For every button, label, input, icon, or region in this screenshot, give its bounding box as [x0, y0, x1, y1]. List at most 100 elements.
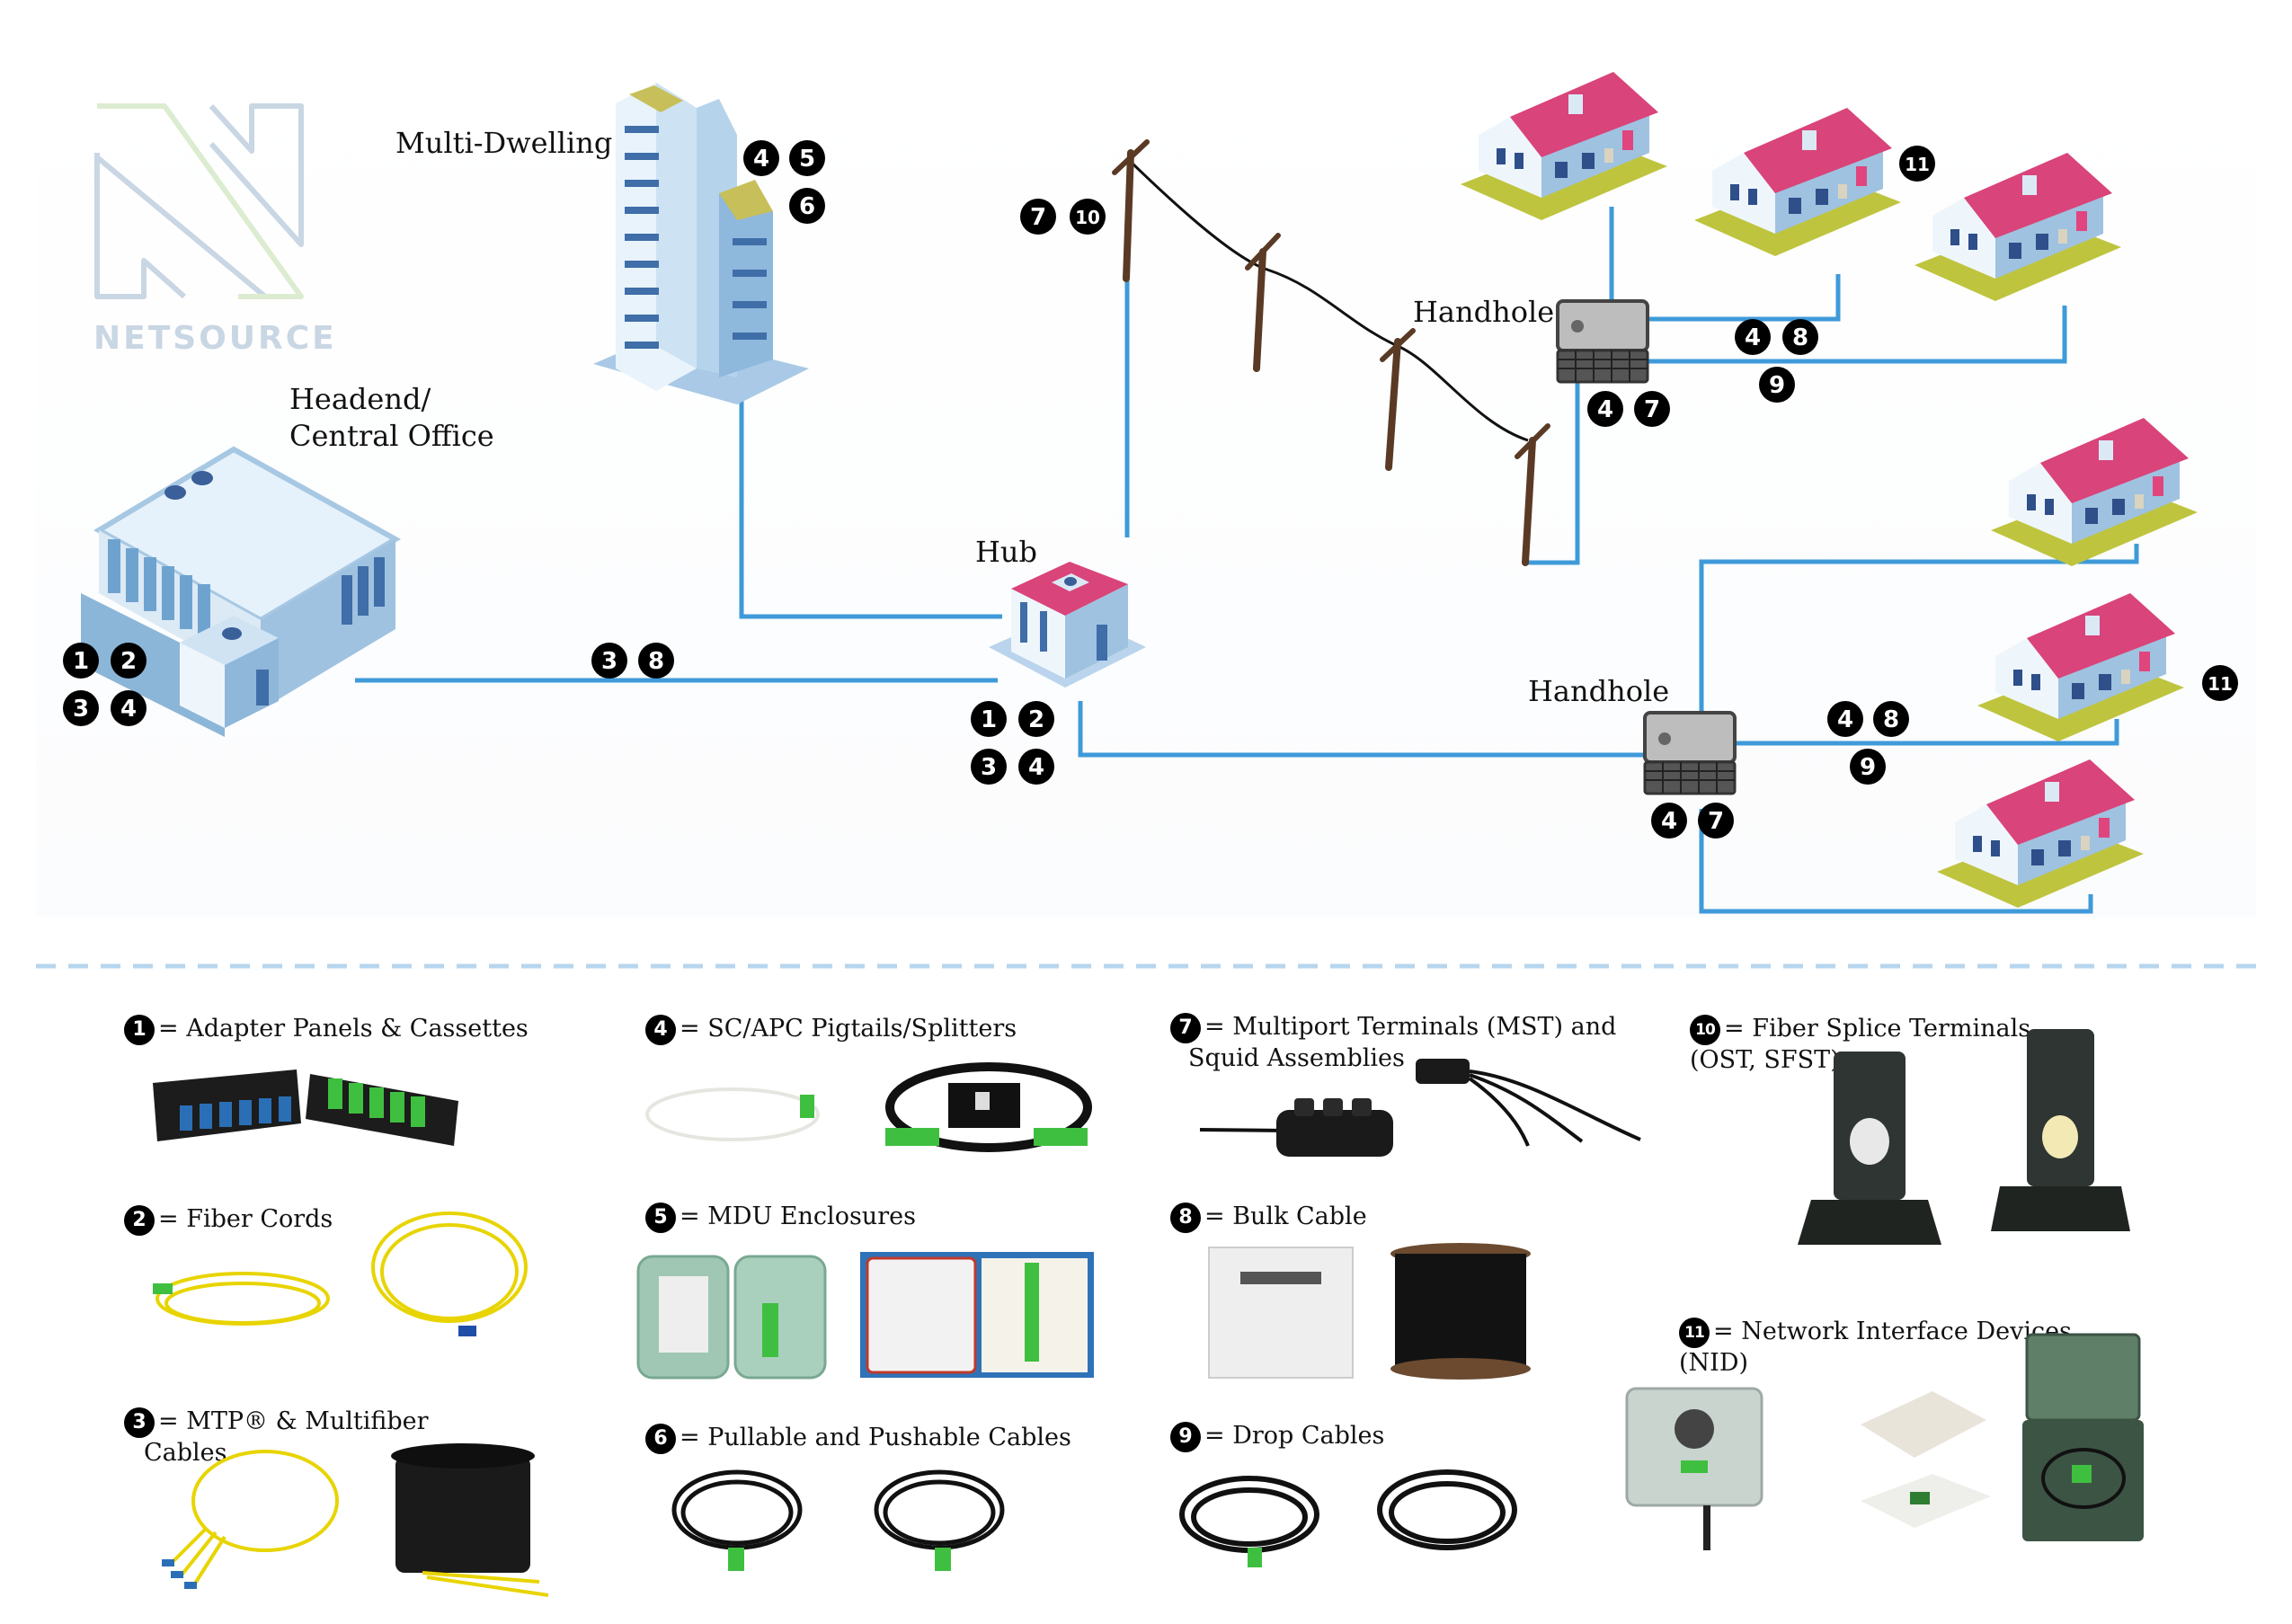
badge-circle: [1018, 701, 1054, 737]
legend-text-line2: Cables: [144, 1438, 227, 1467]
utility-pole-icon: [1515, 423, 1550, 566]
lc-connector-image: [458, 1326, 476, 1336]
house-icon: [1461, 72, 1667, 220]
badge-circle: [1827, 701, 1863, 737]
nid-grey-image: [1625, 1387, 1763, 1550]
house-icon: [1914, 153, 2121, 301]
bulk-cable-reel-image: [1390, 1243, 1531, 1380]
drop-cable-image: [1179, 1469, 1517, 1553]
link-mdu-hub: [739, 400, 1002, 619]
badge-circle: [1070, 199, 1106, 235]
component-badge-7: 7: [1030, 204, 1046, 231]
handhole-icon: [1556, 299, 1649, 384]
handhole-1-label: Handhole: [1413, 295, 1554, 329]
fiber-cord-image: [155, 1211, 528, 1326]
house-icon: [1694, 108, 1901, 256]
sfst-splice-terminal-image: [1991, 1029, 2130, 1231]
pullable-cable-image: [671, 1469, 803, 1550]
component-badge-8: 8: [1792, 324, 1808, 351]
badge-circle: [1735, 319, 1771, 355]
house-icon: [1937, 759, 2144, 908]
legend-item-9: 9= Drop Cables: [1170, 1421, 1384, 1452]
logo-text: NETSOURCE: [93, 320, 337, 357]
hub-label: Hub: [975, 535, 1037, 569]
badge-circle: [591, 643, 627, 679]
component-badge-6: 6: [799, 193, 815, 220]
utility-pole-icon: [1380, 328, 1416, 471]
legend-item-7: 7= Multiport Terminals (MST) and Squid A…: [1170, 1012, 1616, 1074]
link-handhole2-house6: [1699, 809, 2093, 914]
legend-text: = Fiber Cords: [158, 1205, 333, 1233]
legend-text: = Adapter Panels & Cassettes: [158, 1015, 529, 1043]
legend-text-line2: Squid Assemblies: [1188, 1043, 1405, 1072]
badge-circle: [1759, 367, 1795, 403]
component-badge-4: 4: [1597, 396, 1613, 423]
multi-dwelling-building-icon: [593, 83, 809, 404]
legend-item-6: 6= Pullable and Pushable Cables: [645, 1423, 1071, 1454]
house-icon: [1977, 593, 2184, 741]
badge-3: 3: [124, 1407, 155, 1438]
badge-circle: [1634, 391, 1670, 427]
badge-2: 2: [124, 1204, 155, 1236]
badge-circle: [111, 690, 147, 726]
badge-circle: [1899, 146, 1935, 182]
component-badge-4: 4: [1837, 706, 1853, 733]
n-monogram-logo: [94, 103, 304, 299]
link-handhole2-house5: [1735, 719, 2119, 746]
mdu-enclosure-green-image: [636, 1255, 827, 1380]
legend-item-4: 4= SC/APC Pigtails/Splitters: [645, 1014, 1017, 1045]
badge-circle: [111, 643, 147, 679]
utility-pole-icon: [1245, 233, 1281, 372]
legend-text-line2: (NID): [1679, 1348, 1749, 1377]
bulk-cable-box-image: [1208, 1247, 1354, 1379]
badge-circle: [789, 140, 825, 176]
badge-circle: [971, 701, 1007, 737]
mdu-enclosure-white-image: [860, 1252, 1094, 1378]
component-badge-4: 4: [1745, 324, 1761, 351]
adapter-cassette-image: [153, 1069, 301, 1141]
component-badge-11: 11: [2208, 673, 2233, 695]
legend-item-8: 8= Bulk Cable: [1170, 1202, 1367, 1233]
badge-circle: [1018, 749, 1054, 785]
component-badge-7: 7: [1708, 808, 1724, 835]
component-badge-10: 10: [1075, 207, 1100, 228]
sc-connector-image: [935, 1548, 951, 1571]
nid-white-image: [1861, 1391, 1991, 1528]
badge-10: 10: [1690, 1014, 1720, 1045]
mtp-fanout-image: [169, 1450, 339, 1588]
squid-assembly-image: [1416, 1059, 1641, 1147]
central-office-building-icon: [81, 446, 401, 737]
badge-9: 9: [1170, 1421, 1201, 1452]
component-badge-8: 8: [648, 648, 664, 675]
multiport-terminal-image: [1199, 1098, 1393, 1157]
badge-6: 6: [645, 1423, 676, 1454]
splitter-image: [885, 1062, 1092, 1152]
component-badge-2: 2: [120, 648, 137, 675]
legend-item-11: 11= Network Interface Devices (NID): [1679, 1317, 2072, 1379]
utility-poles: [1112, 139, 1550, 566]
legend-text: = SC/APC Pigtails/Splitters: [680, 1015, 1017, 1043]
badge-1: 1: [124, 1014, 155, 1045]
multi-dwelling-label: Multi-Dwelling: [395, 126, 612, 160]
badge-4: 4: [645, 1014, 676, 1045]
component-badge-11: 11: [1905, 154, 1930, 175]
link-handhole2-house4: [1699, 544, 2139, 755]
sc-connector-image: [728, 1548, 744, 1571]
badge-circle: [1850, 749, 1886, 785]
component-badge-3: 3: [981, 754, 997, 781]
component-badge-7: 7: [1644, 396, 1660, 423]
badge-11: 11: [1679, 1317, 1710, 1348]
component-badge-1: 1: [73, 648, 89, 675]
house-icon: [1991, 418, 2198, 566]
aerial-cable: [1129, 160, 1529, 442]
adapter-panel-image: [306, 1074, 458, 1146]
component-badge-4: 4: [753, 146, 769, 173]
badge-circle: [2202, 665, 2238, 701]
link-pole-handhole-1: [1525, 382, 1580, 565]
legend-item-2: 2= Fiber Cords: [124, 1204, 333, 1236]
link-hub-handhole-2: [1078, 701, 1645, 758]
badge-circle: [1782, 319, 1818, 355]
